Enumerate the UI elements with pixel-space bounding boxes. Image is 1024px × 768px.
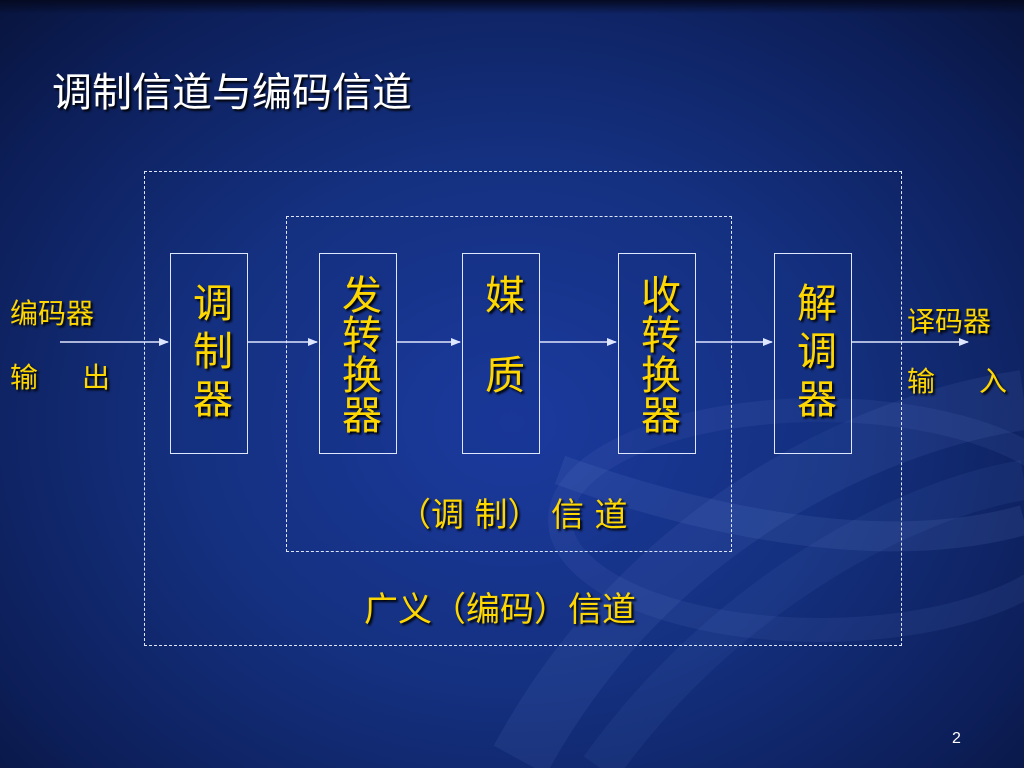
decoder-input-label-line1: 译码器 bbox=[907, 305, 992, 338]
modulator-label: 调制器 bbox=[186, 281, 232, 426]
decoder-input-char-2: 入 bbox=[978, 365, 1007, 398]
tx-converter-block: 发转换器 bbox=[319, 253, 397, 454]
modulation-channel-label: （调 制） 信 道 bbox=[398, 495, 628, 534]
encoder-output-char-2: 出 bbox=[81, 361, 110, 394]
coding-channel-boundary bbox=[144, 171, 902, 646]
slide-title: 调制信道与编码信道 bbox=[52, 70, 412, 116]
rx-converter-block: 收转换器 bbox=[618, 253, 696, 454]
modulator-block: 调制器 bbox=[170, 253, 248, 454]
page-number: 2 bbox=[952, 730, 961, 747]
encoder-output-char-1: 输 bbox=[10, 361, 39, 394]
tx-converter-label: 发转换器 bbox=[335, 273, 381, 434]
medium-label: 媒质 bbox=[478, 273, 524, 434]
top-edge-shade bbox=[0, 0, 1024, 14]
rx-converter-label: 收转换器 bbox=[634, 273, 680, 434]
medium-block: 媒质 bbox=[462, 253, 540, 454]
encoder-output-label-line2: 输 出 bbox=[10, 356, 110, 396]
decoder-input-label-line2: 输 入 bbox=[907, 360, 1007, 400]
modulation-channel-boundary bbox=[286, 216, 732, 552]
demodulator-label: 解调器 bbox=[790, 281, 836, 426]
decoder-input-char-1: 输 bbox=[907, 365, 936, 398]
encoder-output-label-line1: 编码器 bbox=[10, 297, 95, 330]
coding-channel-label: 广义（编码）信道 bbox=[364, 590, 636, 630]
demodulator-block: 解调器 bbox=[774, 253, 852, 454]
